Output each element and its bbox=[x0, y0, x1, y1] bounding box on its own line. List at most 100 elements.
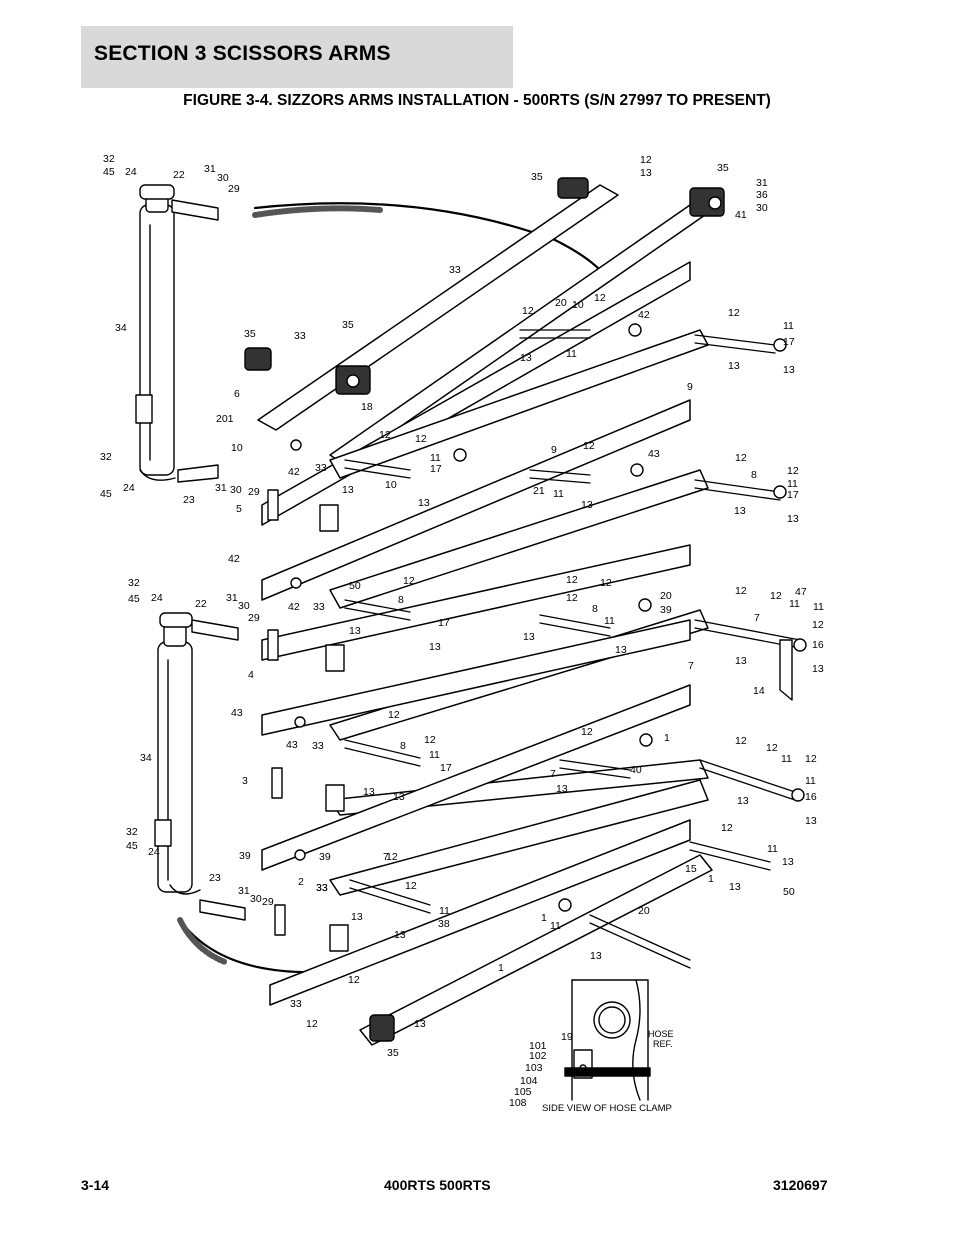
callout-label: 11 bbox=[439, 905, 450, 917]
callout-label: 13 bbox=[418, 497, 430, 509]
callout-label: 105 bbox=[514, 1086, 532, 1098]
callout-label: 30 bbox=[217, 172, 229, 184]
callout-label: 12 bbox=[415, 433, 427, 445]
manual-number: 3120697 bbox=[773, 1177, 828, 1193]
callout-label: 12 bbox=[424, 734, 436, 746]
callout-label: 2 bbox=[298, 876, 304, 888]
callout-label: 11 bbox=[566, 348, 577, 360]
callout-label: 13 bbox=[735, 655, 747, 667]
page-number: 3-14 bbox=[81, 1177, 110, 1193]
callout-label: 12 bbox=[770, 590, 782, 602]
callout-label: 17 bbox=[430, 463, 442, 475]
callout-label: 13 bbox=[729, 881, 741, 893]
callout-label: 34 bbox=[115, 322, 127, 334]
callout-label: 12 bbox=[735, 735, 747, 747]
callout-label: 8 bbox=[751, 469, 757, 481]
callout-label: 13 bbox=[414, 1018, 426, 1030]
callout-label: 32 bbox=[100, 451, 112, 463]
callout-label: 4 bbox=[248, 669, 254, 681]
callout-label: 12 bbox=[581, 726, 593, 738]
callout-label: 12 bbox=[787, 465, 799, 477]
callout-label: 12 bbox=[566, 574, 578, 586]
callout-label: 14 bbox=[753, 685, 765, 697]
callout-label: 12 bbox=[805, 753, 817, 765]
callout-label: 22 bbox=[195, 598, 207, 610]
callout-label: 23 bbox=[209, 872, 221, 884]
callout-label: 19 bbox=[561, 1031, 573, 1043]
callout-label: 45 bbox=[100, 488, 112, 500]
callout-label: 12 bbox=[812, 619, 824, 631]
callout-label: 11 bbox=[430, 452, 441, 464]
callout-label: 11 bbox=[787, 478, 798, 490]
callout-label: 104 bbox=[520, 1075, 538, 1087]
callout-label: 11 bbox=[604, 615, 615, 627]
callout-label: 36 bbox=[756, 189, 768, 201]
callout-label: 9 bbox=[551, 444, 557, 456]
callout-label: 1 bbox=[664, 732, 670, 744]
callout-label: 12 bbox=[306, 1018, 318, 1030]
callout-label: 11 bbox=[789, 598, 800, 610]
callout-label: 24 bbox=[125, 166, 137, 178]
section-header-bar bbox=[81, 26, 513, 88]
callout-label: 39 bbox=[319, 851, 331, 863]
callout-label: 11 bbox=[781, 753, 792, 765]
callout-label: 42 bbox=[288, 466, 300, 478]
callout-label: 30 bbox=[756, 202, 768, 214]
callout-label: 42 bbox=[228, 553, 240, 565]
callout-label: 31 bbox=[226, 592, 238, 604]
callout-label: 13 bbox=[783, 364, 795, 376]
callout-label: 13 bbox=[728, 360, 740, 372]
inset-caption: SIDE VIEW OF HOSE CLAMP bbox=[542, 1103, 672, 1114]
callout-label: 39 bbox=[239, 850, 251, 862]
callout-label: 20 bbox=[638, 905, 650, 917]
callout-label: 101 bbox=[529, 1040, 547, 1052]
callout-label: 1 bbox=[541, 912, 547, 924]
callout-label: 7 bbox=[754, 612, 760, 624]
callout-label: 5 bbox=[236, 503, 242, 515]
callout-label: 12 bbox=[735, 585, 747, 597]
callout-label: 47 bbox=[795, 586, 807, 598]
callout-label: 12 bbox=[403, 575, 415, 587]
callout-label: 33 bbox=[313, 601, 325, 613]
hose-ref-label-line1: HOSE bbox=[648, 1029, 674, 1039]
callout-label: 103 bbox=[525, 1062, 543, 1074]
callout-label: 35 bbox=[717, 162, 729, 174]
callout-label: 42 bbox=[288, 601, 300, 613]
callout-label: 108 bbox=[509, 1097, 527, 1109]
callout-label: 13 bbox=[787, 513, 799, 525]
callout-label: 29 bbox=[248, 612, 260, 624]
callout-label: 41 bbox=[735, 209, 747, 221]
callout-label: 12 bbox=[594, 292, 606, 304]
callout-label: 13 bbox=[394, 929, 406, 941]
callout-label: 102 bbox=[529, 1050, 547, 1062]
callout-label: 1 bbox=[708, 873, 714, 885]
callout-label: 12 bbox=[721, 822, 733, 834]
callout-label: 12 bbox=[348, 974, 360, 986]
callout-label: 13 bbox=[349, 625, 361, 637]
callout-label: 13 bbox=[590, 950, 602, 962]
callout-label: 11 bbox=[553, 488, 564, 500]
callout-label: 39 bbox=[660, 604, 672, 616]
model-name: 400RTS 500RTS bbox=[384, 1177, 491, 1193]
callout-label: 10 bbox=[385, 479, 397, 491]
callout-label: 12 bbox=[640, 154, 652, 166]
callout-label: 24 bbox=[148, 846, 160, 858]
callout-label: 13 bbox=[737, 795, 749, 807]
callout-label: 24 bbox=[123, 482, 135, 494]
callout-label: 7 bbox=[688, 660, 694, 672]
callout-label: 7 bbox=[550, 768, 556, 780]
callout-label: 33 bbox=[316, 882, 328, 894]
callout-label: 13 bbox=[429, 641, 441, 653]
callout-label: 12 bbox=[735, 452, 747, 464]
inset-text: HOSE REF. SIDE VIEW OF HOSE CLAMP bbox=[542, 1029, 674, 1114]
callout-label: 30 bbox=[250, 893, 262, 905]
callout-label: 13 bbox=[581, 499, 593, 511]
callout-label: 45 bbox=[128, 593, 140, 605]
callout-label: 20 bbox=[555, 297, 567, 309]
callout-label: 24 bbox=[151, 592, 163, 604]
callout-label: 6 bbox=[234, 388, 240, 400]
callout-label: 17 bbox=[787, 489, 799, 501]
callout-label: 38 bbox=[438, 918, 450, 930]
callout-label: 17 bbox=[438, 617, 450, 629]
